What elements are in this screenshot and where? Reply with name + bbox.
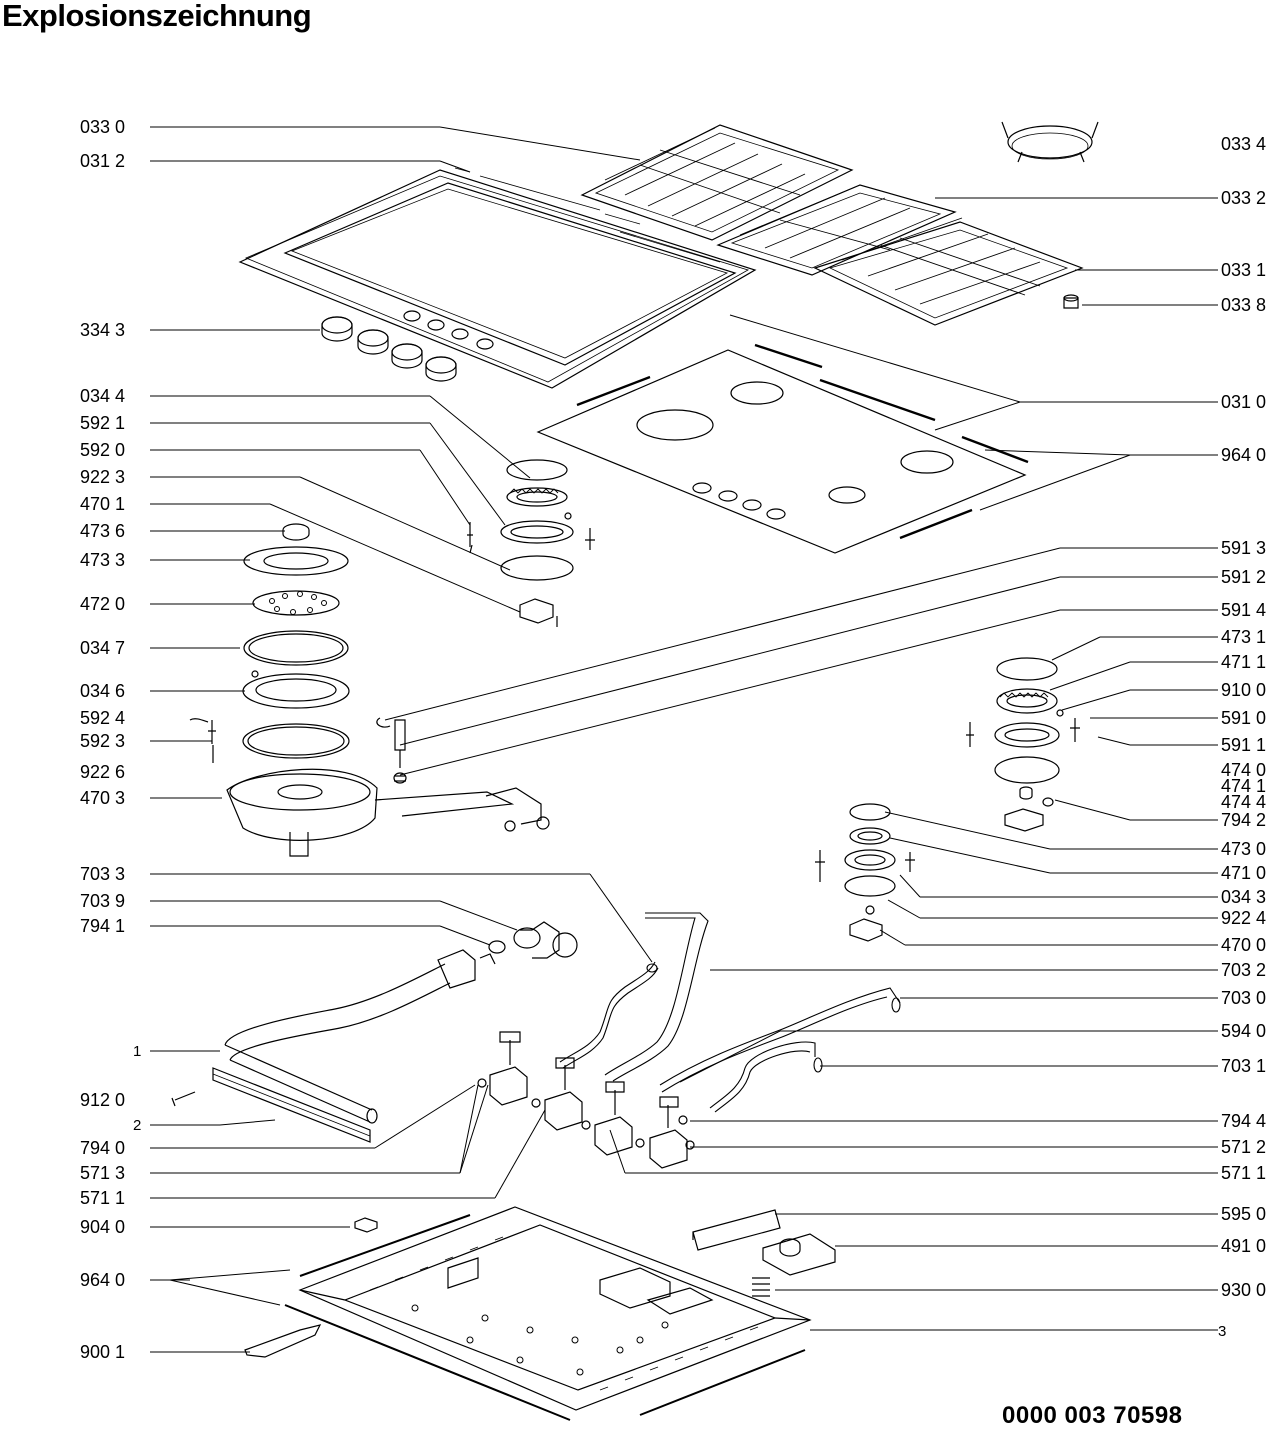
part-label: 033 0 [80, 117, 126, 137]
part-label: 471 1 [1221, 652, 1267, 672]
part-label: 470 1 [80, 494, 126, 514]
burner-housing-470-3 [227, 769, 549, 856]
control-knobs [322, 317, 456, 381]
part-label: 1 [133, 1043, 142, 1060]
transformer-491-0 [763, 1234, 835, 1275]
part-label: 794 1 [80, 916, 126, 936]
burner-assembly-small-1 [467, 460, 595, 627]
part-label: 703 2 [1221, 960, 1267, 980]
burner-assembly-medium-right [966, 658, 1080, 831]
part-label: 591 4 [1221, 600, 1267, 620]
part-label: 033 2 [1221, 188, 1267, 208]
screw-912-0 [172, 1092, 195, 1106]
rail-2 [213, 1068, 370, 1142]
spring-591-4 [394, 773, 406, 783]
part-label: 591 1 [1221, 735, 1267, 755]
part-label: 703 1 [1221, 1056, 1267, 1076]
part-label: 033 4 [1221, 134, 1267, 154]
grate-033-1 [815, 218, 1082, 325]
foot-033-8 [1064, 295, 1078, 308]
grate-033-0 [582, 125, 852, 240]
nut-904-0 [355, 1218, 377, 1232]
document-number: 0000 003 70598 [1002, 1402, 1183, 1429]
gas-pipes-valves [560, 913, 900, 1112]
part-label: 471 0 [1221, 863, 1267, 883]
part-label: 473 6 [80, 521, 126, 541]
part-label: 2 [133, 1117, 142, 1134]
part-label: 912 0 [80, 1090, 126, 1110]
part-label: 910 0 [1221, 680, 1267, 700]
part-label: 591 2 [1221, 567, 1267, 587]
leader-lines [150, 127, 1218, 1352]
part-label: 922 6 [80, 762, 126, 782]
part-label: 571 1 [80, 1188, 126, 1208]
part-label: 595 0 [1221, 1204, 1267, 1224]
hob-top-plate [538, 345, 1028, 553]
part-label: 034 3 [1221, 887, 1267, 907]
part-label: 571 1 [1221, 1163, 1267, 1183]
part-label: 033 8 [1221, 295, 1267, 315]
grate-033-2 [718, 185, 955, 275]
part-label: 470 3 [80, 788, 126, 808]
part-label: 034 7 [80, 638, 126, 658]
part-label: 591 0 [1221, 708, 1267, 728]
glass-cover-frame [240, 168, 755, 388]
part-label: 592 0 [80, 440, 126, 460]
part-label: 474 0 [1221, 760, 1267, 780]
bracket-900-1 [245, 1325, 320, 1357]
part-label: 592 4 [80, 708, 126, 728]
spring-930-0 [752, 1278, 770, 1296]
part-label: 034 4 [80, 386, 126, 406]
clip-591-3 [377, 718, 390, 727]
electrode-591-2 [395, 720, 405, 768]
part-label: 334 3 [80, 320, 126, 340]
bottom-tray [285, 1207, 810, 1420]
gas-valves [478, 1032, 694, 1168]
part-label: 031 2 [80, 151, 126, 171]
part-label: 592 1 [80, 413, 126, 433]
part-label: 474 4 [1221, 792, 1267, 812]
ignition-block-595-0 [693, 1210, 780, 1250]
part-label: 794 4 [1221, 1111, 1267, 1131]
part-label: 571 2 [1221, 1137, 1267, 1157]
part-label: 474 1 [1221, 776, 1267, 796]
part-label: 703 9 [80, 891, 126, 911]
gas-supply-pipe [225, 922, 577, 1123]
burner-assembly-small-right [815, 804, 915, 941]
part-label: 491 0 [1221, 1236, 1267, 1256]
part-label: 922 3 [80, 467, 126, 487]
part-label: 904 0 [80, 1217, 126, 1237]
part-label: 033 1 [1221, 260, 1267, 280]
part-label: 473 1 [1221, 627, 1267, 647]
part-label: 3 [1218, 1323, 1227, 1340]
page-title: Explosionszeichnung [2, 0, 312, 33]
burner-assembly-large [190, 524, 349, 763]
part-label: 472 0 [80, 594, 126, 614]
part-label: 794 2 [1221, 810, 1267, 830]
part-label: 922 4 [1221, 908, 1267, 928]
part-label: 473 0 [1221, 839, 1267, 859]
part-label: 703 0 [1221, 988, 1267, 1008]
part-label: 900 1 [80, 1342, 126, 1362]
part-label: 592 3 [80, 731, 126, 751]
part-label: 703 3 [80, 864, 126, 884]
part-label: 571 3 [80, 1163, 126, 1183]
part-label: 470 0 [1221, 935, 1267, 955]
part-label: 031 0 [1221, 392, 1267, 412]
part-label: 594 0 [1221, 1021, 1267, 1041]
part-label: 591 3 [1221, 538, 1267, 558]
part-label: 930 0 [1221, 1280, 1267, 1300]
part-label: 794 0 [80, 1138, 126, 1158]
part-label: 964 0 [1221, 445, 1267, 465]
part-label: 964 0 [80, 1270, 126, 1290]
wok-ring-033-4 [1002, 122, 1098, 162]
part-label: 473 3 [80, 550, 126, 570]
part-label: 034 6 [80, 681, 126, 701]
